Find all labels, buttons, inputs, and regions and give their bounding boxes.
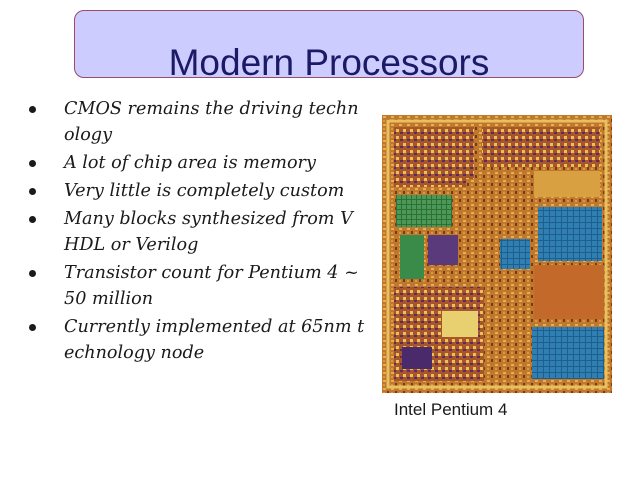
bullet-item: Currently implemented at 65nm t echnolog… — [24, 314, 364, 366]
bullet-item: Transistor count for Pentium 4 ~ 50 mill… — [24, 260, 364, 312]
image-caption: Intel Pentium 4 — [394, 400, 508, 419]
bullet-line: Very little is completely custom — [64, 181, 345, 201]
bullet-dot-icon — [29, 188, 36, 195]
bullet-line: 50 million — [64, 289, 154, 309]
bullet-line: echnology node — [64, 343, 205, 363]
bullet-item: A lot of chip area is memory — [24, 150, 364, 176]
bullet-line: A lot of chip area is memory — [64, 153, 316, 173]
bullet-dot-icon — [29, 106, 36, 113]
bullet-line: ology — [64, 125, 113, 145]
title-box: Modern Processors — [74, 10, 584, 83]
slide-title: Modern Processors — [168, 42, 490, 83]
bullet-item: Many blocks synthesized from V HDL or Ve… — [24, 206, 364, 258]
die-photo-illustration — [382, 115, 612, 393]
bullet-item: CMOS remains the driving techn ology — [24, 96, 364, 148]
bullet-line: HDL or Verilog — [64, 235, 199, 255]
bullet-line: CMOS remains the driving techn — [64, 99, 359, 119]
bullet-list: CMOS remains the driving techn ology A l… — [24, 96, 364, 368]
bullet-line: Transistor count for Pentium 4 ~ — [64, 263, 359, 283]
bullet-item: Very little is completely custom — [24, 178, 364, 204]
bullet-line: Currently implemented at 65nm t — [64, 317, 365, 337]
bullet-line: Many blocks synthesized from V — [64, 209, 353, 229]
bullet-dot-icon — [29, 324, 36, 331]
bullet-dot-icon — [29, 160, 36, 167]
bullet-dot-icon — [29, 270, 36, 277]
processor-die-image — [382, 115, 612, 393]
bullet-dot-icon — [29, 216, 36, 223]
